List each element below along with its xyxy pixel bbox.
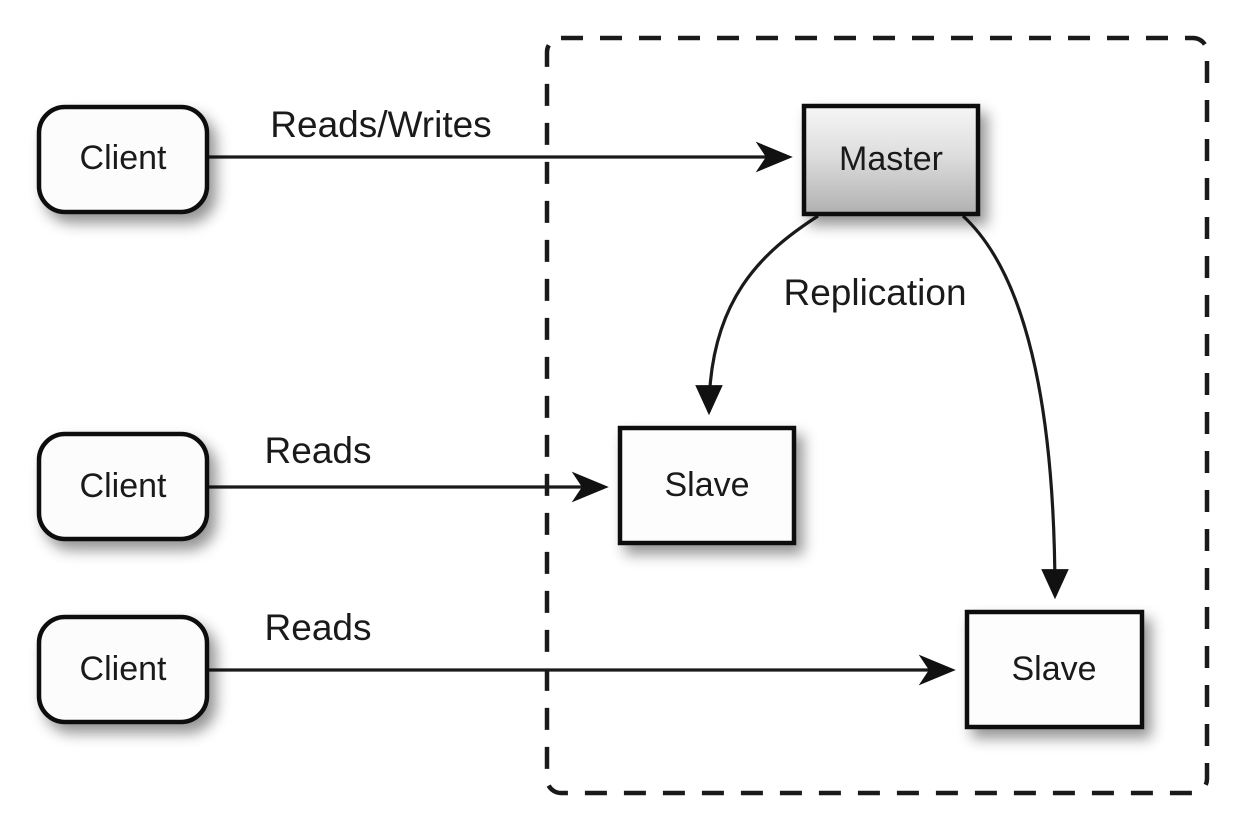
slave-1-label: Slave: [664, 466, 749, 504]
edge-master-slave1-line: [695, 214, 819, 416]
node-client-1[interactable]: Client: [36, 104, 210, 215]
edge-label-reads-middle: Reads: [265, 430, 372, 471]
edge-label-reads-writes: Reads/Writes: [270, 104, 491, 145]
master-shape[interactable]: [801, 103, 981, 217]
nodes-layer: Client Client Client Master Slave: [36, 103, 1145, 730]
slave-2-shape[interactable]: [964, 609, 1145, 730]
edge-labels-layer: Reads/Writes Replication Reads Reads: [265, 104, 967, 648]
node-client-2[interactable]: Client: [36, 431, 210, 542]
master-label: Master: [839, 140, 943, 178]
edge-label-replication: Replication: [783, 272, 966, 313]
edge-master-slave2-line: [961, 214, 1069, 600]
edge-label-reads-bottom: Reads: [265, 607, 372, 648]
client-3-label: Client: [80, 650, 167, 688]
client-3-shape[interactable]: [36, 614, 210, 725]
client-2-shape[interactable]: [36, 431, 210, 542]
database-cluster-boundary: [544, 35, 1210, 796]
slave-2-label: Slave: [1011, 650, 1096, 688]
edges-layer: [207, 141, 1069, 686]
client-2-label: Client: [80, 467, 167, 505]
slave-1-shape[interactable]: [617, 425, 797, 546]
node-slave-2[interactable]: Slave: [964, 609, 1145, 730]
node-slave-1[interactable]: Slave: [617, 425, 797, 546]
node-client-3[interactable]: Client: [36, 614, 210, 725]
client-1-shape[interactable]: [36, 104, 210, 215]
node-master[interactable]: Master: [801, 103, 981, 217]
client-1-label: Client: [80, 139, 167, 177]
